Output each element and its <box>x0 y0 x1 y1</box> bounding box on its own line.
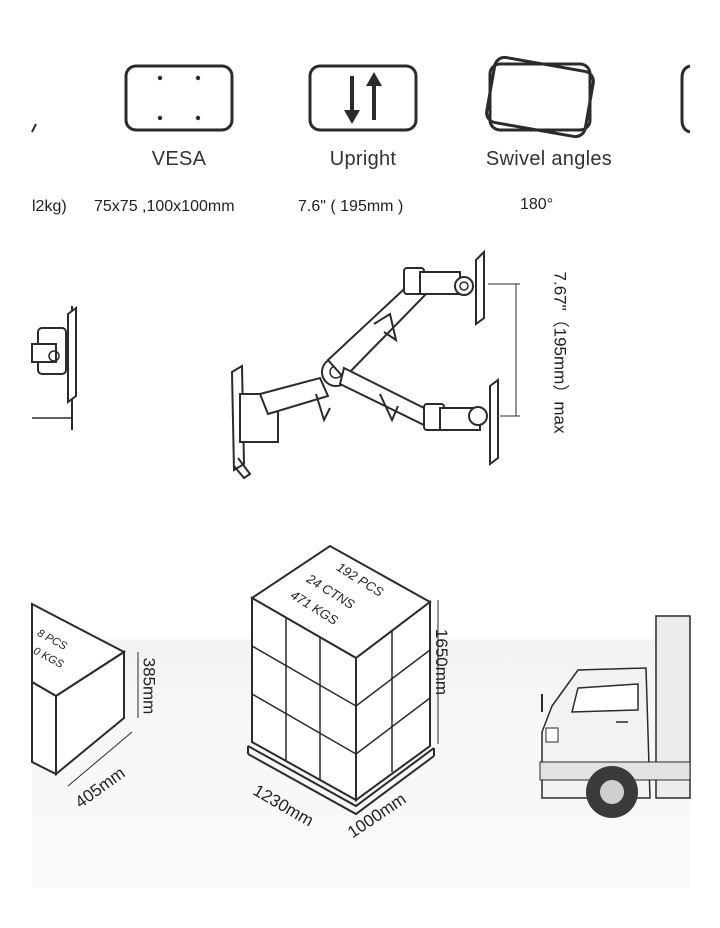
upright-arrows-icon <box>308 64 418 132</box>
carton-box-drawing <box>31 602 139 787</box>
vesa-label: VESA <box>151 148 207 170</box>
swivel-rectangles-icon <box>485 55 595 139</box>
upright-label: Upright <box>329 148 397 170</box>
swivel-label: Swivel angles <box>485 148 613 170</box>
partial-left-icon <box>31 123 37 133</box>
upright-value: 7.6" ( 195mm ) <box>298 198 404 215</box>
partial-arm-drawing <box>31 306 77 430</box>
vesa-plate-icon <box>124 64 234 132</box>
partial-right-icon <box>680 64 691 134</box>
arm-height-label: 7.67"（195mm）max <box>550 271 570 434</box>
partial-load-value: l2kg) <box>32 198 67 215</box>
pallet-drawing <box>247 544 439 816</box>
carton-height-label: 385mm <box>139 657 159 715</box>
pallet-height-label: 1650mm <box>432 628 452 696</box>
swivel-value: 180° <box>520 196 554 213</box>
vesa-value: 75x75 ,100x100mm <box>94 198 235 215</box>
truck-drawing <box>539 615 691 818</box>
monitor-arm-drawing <box>230 249 520 480</box>
